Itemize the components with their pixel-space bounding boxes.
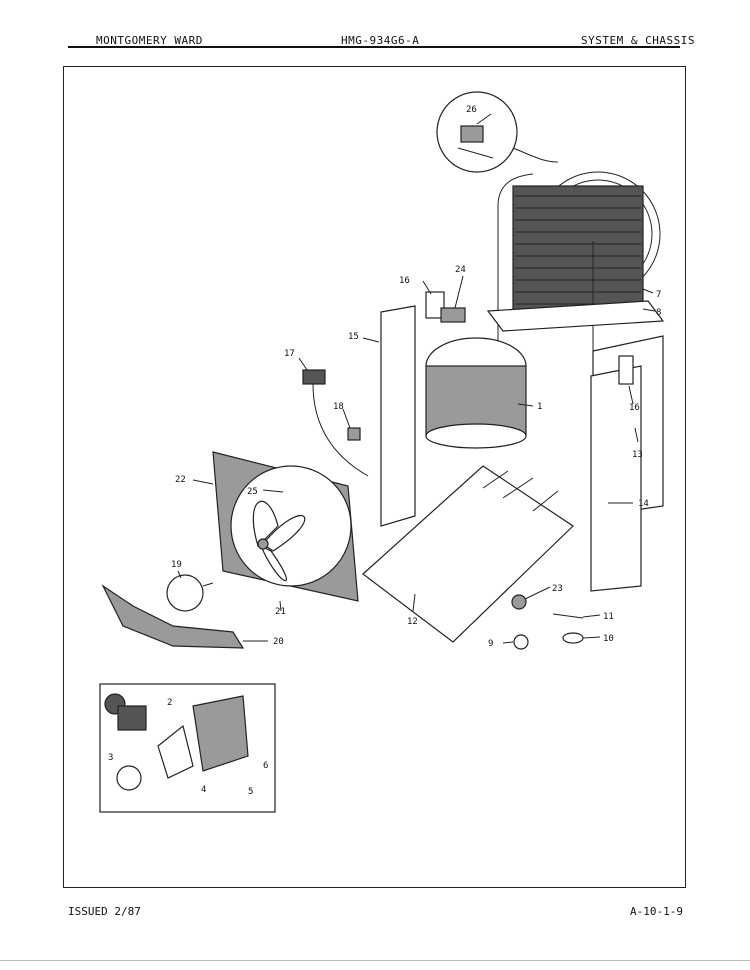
condenser-coil bbox=[497, 171, 661, 366]
label-6: 6 bbox=[263, 761, 268, 771]
inset-box bbox=[99, 683, 276, 813]
header-brand: MONTGOMERY WARD bbox=[96, 34, 203, 47]
exploded-parts-diagram: 26 7 8 1 16 24 15 17 18 22 25 16 13 14 1… bbox=[99, 91, 665, 813]
inset-circle-26 bbox=[436, 91, 559, 173]
header-model: HMG-934G6-A bbox=[341, 34, 420, 47]
base-slots bbox=[482, 470, 559, 512]
label-25: 25 bbox=[247, 487, 258, 497]
label-16-right: 16 bbox=[629, 403, 640, 413]
bracket-16-left bbox=[425, 291, 445, 319]
label-2: 2 bbox=[167, 698, 172, 708]
fan-motor-19 bbox=[166, 574, 214, 612]
label-26: 26 bbox=[466, 105, 477, 115]
bottom-rule bbox=[0, 960, 750, 961]
footer-issued: ISSUED 2/87 bbox=[68, 905, 141, 918]
label-19: 19 bbox=[171, 560, 182, 570]
overload-24 bbox=[440, 307, 466, 323]
label-21: 21 bbox=[275, 607, 286, 617]
label-18: 18 bbox=[333, 402, 344, 412]
label-1: 1 bbox=[537, 402, 542, 412]
label-20: 20 bbox=[273, 637, 284, 647]
label-7: 7 bbox=[656, 290, 661, 300]
label-15: 15 bbox=[348, 332, 359, 342]
base-pan-12 bbox=[362, 465, 574, 643]
label-13: 13 bbox=[632, 450, 643, 460]
label-22: 22 bbox=[175, 475, 186, 485]
top-plate bbox=[486, 300, 665, 332]
leader-lines bbox=[177, 113, 656, 644]
label-5: 5 bbox=[248, 787, 253, 797]
diagram-frame bbox=[63, 66, 686, 888]
side-panel-14 bbox=[590, 365, 642, 592]
header-section: SYSTEM & CHASSIS bbox=[581, 34, 695, 47]
bracket-16-right bbox=[618, 355, 634, 385]
label-24: 24 bbox=[455, 265, 466, 275]
label-4: 4 bbox=[201, 785, 206, 795]
label-23: 23 bbox=[552, 584, 563, 594]
label-14: 14 bbox=[638, 499, 649, 509]
label-17: 17 bbox=[284, 349, 295, 359]
label-16-left: 16 bbox=[399, 276, 410, 286]
label-12: 12 bbox=[407, 617, 418, 627]
capacitor-18 bbox=[347, 427, 361, 441]
label-8: 8 bbox=[656, 308, 661, 318]
label-10: 10 bbox=[603, 634, 614, 644]
compressor bbox=[425, 337, 527, 449]
fan-blade-21 bbox=[252, 500, 306, 582]
clip-11 bbox=[552, 613, 584, 619]
label-3: 3 bbox=[108, 753, 113, 763]
power-cord-17 bbox=[302, 369, 369, 477]
label-11: 11 bbox=[603, 612, 614, 622]
label-9: 9 bbox=[488, 639, 493, 649]
grommet-23 bbox=[511, 594, 527, 610]
side-panel-15 bbox=[380, 305, 416, 527]
motor-bracket-20 bbox=[101, 584, 245, 649]
foot-10 bbox=[562, 632, 584, 644]
footer-page-code: A-10-1-9 bbox=[630, 905, 683, 918]
grommet-9 bbox=[513, 634, 529, 650]
header-rule bbox=[68, 46, 680, 48]
